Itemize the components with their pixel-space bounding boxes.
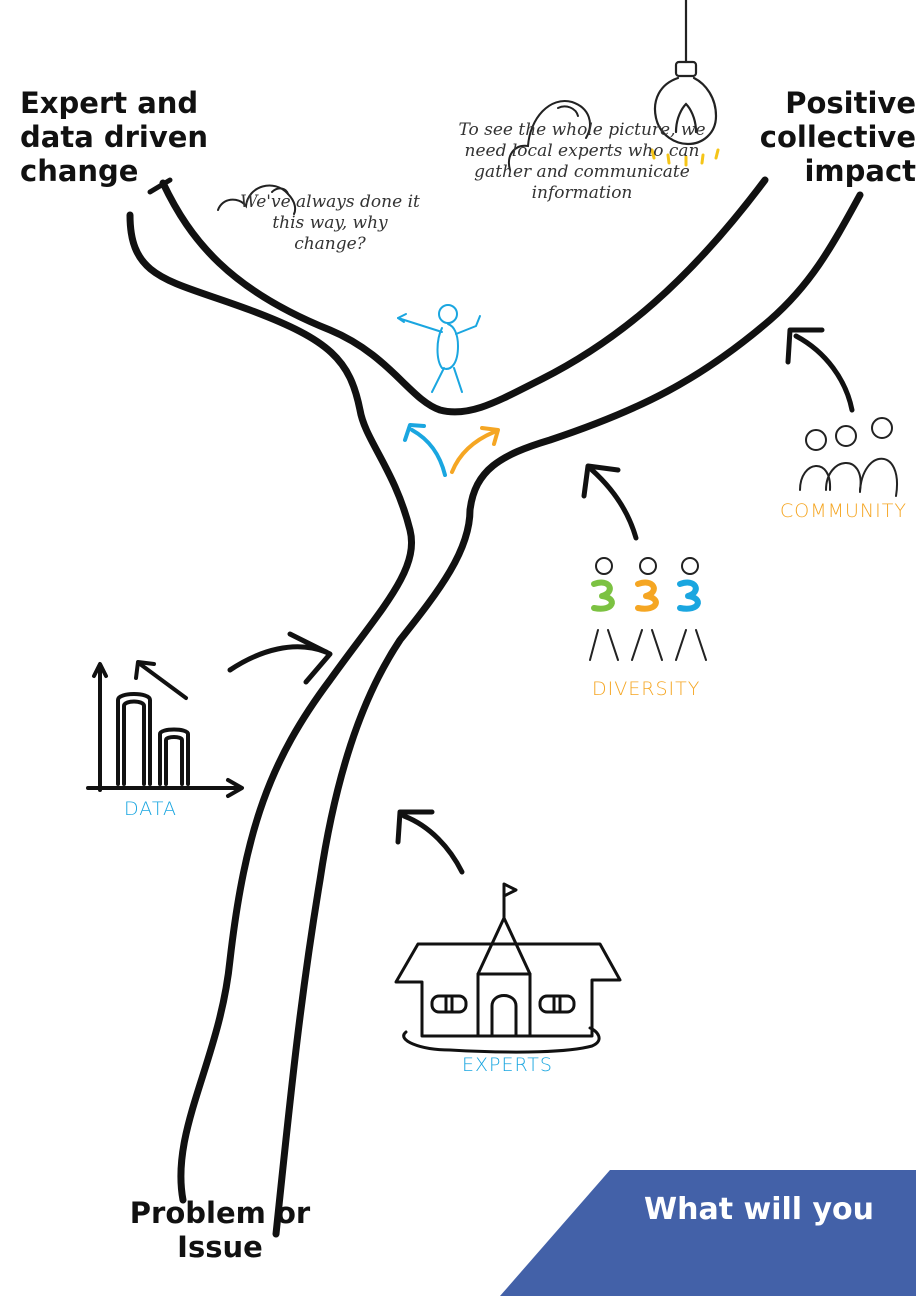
thought-text-right: To see the whole picture, we need local …	[458, 120, 706, 203]
banner-shape	[500, 1170, 916, 1296]
road-right-edge	[272, 191, 864, 1238]
data-arrow-head	[287, 631, 333, 685]
data-arrow	[227, 644, 329, 673]
community-arrow-head	[785, 327, 825, 365]
blue-arrow	[410, 428, 447, 477]
community-people-icon	[799, 417, 899, 497]
diversity-arrow-head	[581, 463, 621, 499]
orange-arrow	[450, 430, 496, 474]
road-left-edge	[126, 211, 415, 1204]
thought-text-left: We've always done it this way, why chang…	[240, 192, 420, 254]
road-inner-fork	[159, 176, 769, 416]
experts-building-icon	[394, 882, 622, 1054]
diversity-arrow	[589, 467, 639, 541]
experts-arrow	[401, 813, 465, 875]
label-problem-issue: Problem or Issue	[129, 1196, 311, 1264]
caption-diversity: DIVERSITY	[592, 678, 701, 700]
thought-cloud-left	[217, 184, 297, 215]
road-lines	[126, 176, 864, 1238]
lightbulb-icon	[653, 0, 718, 146]
data-chart-icon	[86, 660, 244, 798]
banner-question: What will you	[644, 1192, 875, 1227]
diversity-people-icon	[589, 557, 707, 661]
caption-data: DATA	[124, 798, 177, 820]
pointing-person-icon	[397, 304, 481, 393]
caption-experts: EXPERTS	[462, 1054, 553, 1076]
light-rays	[650, 148, 720, 167]
experts-arrow-head	[395, 809, 435, 845]
community-arrow	[793, 333, 855, 413]
label-expert-data-change: Expert and data driven change	[20, 86, 209, 188]
thought-cloud-right	[508, 100, 591, 171]
caption-community: COMMUNITY	[780, 500, 907, 522]
junction-arrows	[403, 423, 500, 477]
label-pointer	[147, 177, 173, 195]
label-positive-impact: Positive collective impact	[759, 86, 916, 188]
